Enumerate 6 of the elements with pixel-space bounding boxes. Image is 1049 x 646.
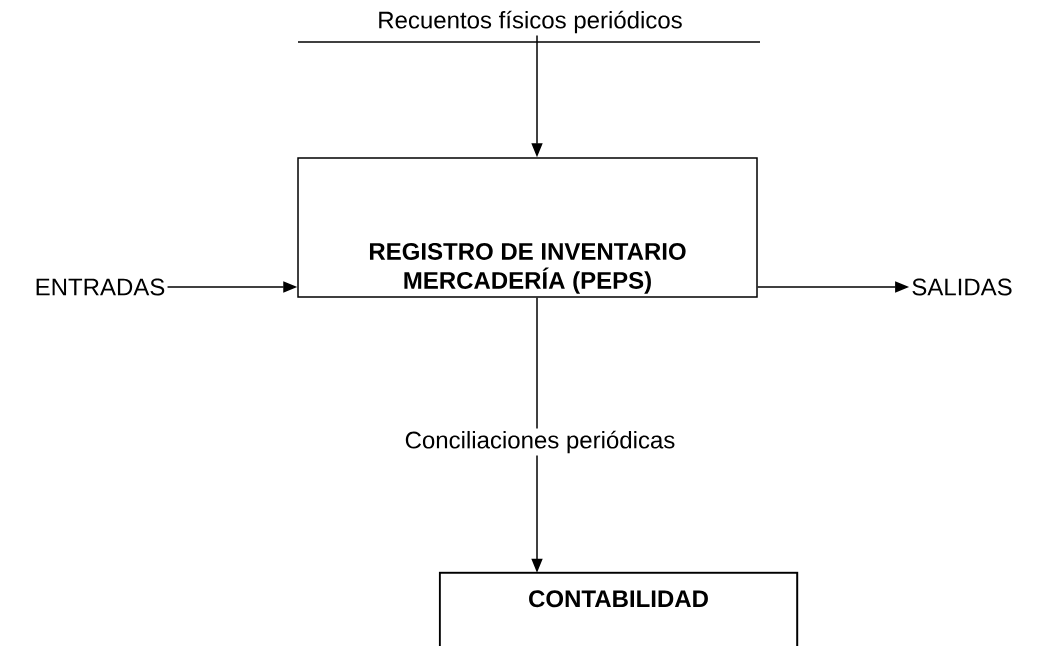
- process-box: REGISTRO DE INVENTARIO MERCADERÍA (PEPS): [297, 157, 758, 298]
- text-label: Conciliaciones periódicas: [405, 430, 675, 454]
- text-label: ENTRADAS: [36, 278, 165, 296]
- process-box: CONTABILIDAD: [438, 571, 799, 646]
- text-label: SALIDAS: [912, 278, 1012, 296]
- underlined-label: Recuentos físicos periódicos: [297, 10, 761, 43]
